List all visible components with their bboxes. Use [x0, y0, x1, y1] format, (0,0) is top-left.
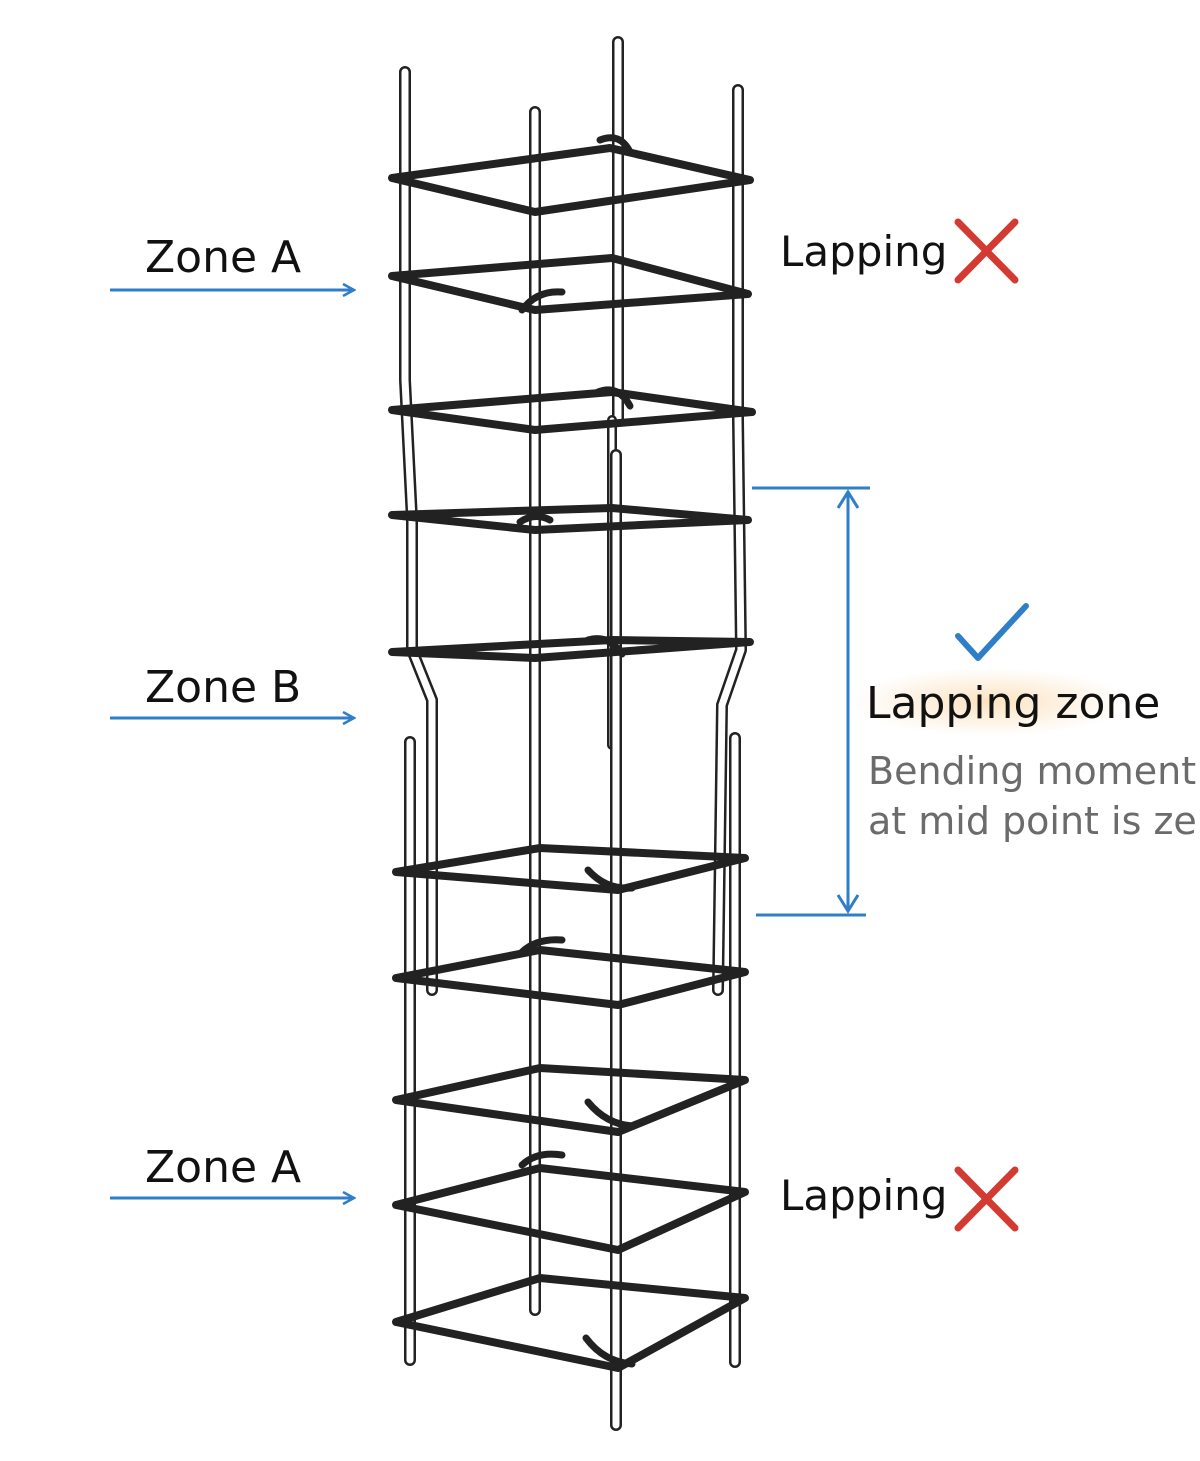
lapping-zone-label: Lapping zone [866, 678, 1160, 729]
zone-a-top-label: Zone A [145, 232, 301, 283]
zone-b: Zone B [110, 662, 354, 718]
stirrup-ties [388, 144, 756, 1372]
note-line-1: Bending moment [868, 749, 1196, 793]
zone-a-bottom-label: Zone A [145, 1142, 301, 1193]
lower-vertical-bars [404, 449, 741, 1431]
check-icon [955, 603, 1029, 661]
lapping-bottom: Lapping [780, 1166, 1019, 1232]
tie-hooks [516, 134, 636, 1368]
rebar-cage [388, 36, 756, 1431]
lapping-zone-highlight [850, 668, 1130, 736]
cross-icon [954, 218, 1019, 284]
zone-a-top: Zone A [110, 232, 354, 290]
upper-vertical-bars [399, 36, 747, 1316]
lapping-bottom-label: Lapping [780, 1171, 947, 1220]
dimension-arrow-down [836, 894, 860, 914]
note-line-2: at mid point is zero [868, 799, 1200, 843]
lapping-top-label: Lapping [780, 227, 947, 276]
zone-a-bottom: Zone A [110, 1142, 354, 1198]
lapping-zone-dimension [752, 486, 870, 917]
dimension-arrow-up [836, 489, 860, 509]
cross-icon [954, 1166, 1019, 1232]
lapping-top: Lapping [780, 218, 1019, 284]
zone-b-label: Zone B [145, 662, 301, 713]
lapping-zone-block: Lapping zone Bending moment at mid point… [850, 668, 1200, 843]
